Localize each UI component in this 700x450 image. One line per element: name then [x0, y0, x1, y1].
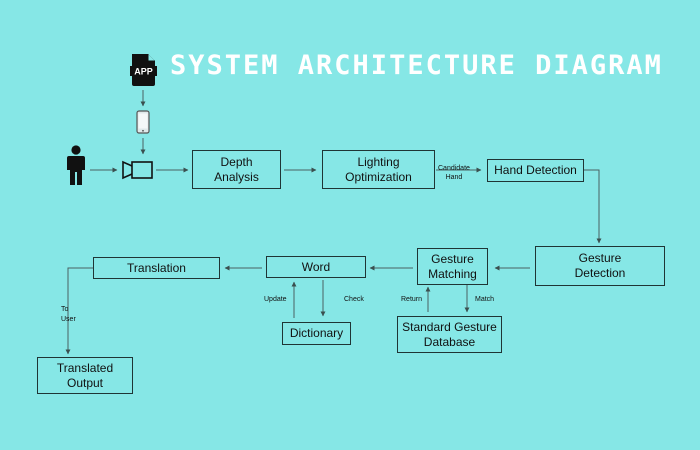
smartphone-icon — [136, 110, 150, 134]
page-title: SYSTEM ARCHITECTURE DIAGRAM — [170, 50, 663, 81]
user-icon — [67, 145, 85, 185]
gesture-matching-box: Gesture Matching — [417, 248, 488, 285]
gesture-matching-label: Gesture Matching — [428, 251, 477, 281]
gesture-detection-label: Gesture Detection — [574, 251, 626, 280]
app-file-icon: APP — [130, 54, 157, 86]
edge-label-update: Update — [264, 296, 287, 303]
arrow-hand-to-gesture-detection — [584, 169, 602, 244]
edge-label-match: Match — [475, 296, 495, 303]
edge-label-candidate-hand: Candidate Hand — [438, 165, 470, 181]
depth-analysis-label: Depth Analysis — [214, 154, 259, 184]
edge-label-to-user: To User — [61, 306, 76, 323]
translation-box: Translation — [93, 257, 220, 279]
gesture-detection-box: Gesture Detection — [535, 246, 665, 286]
word-label: Word — [301, 259, 331, 274]
arrow-translation-to-output — [65, 267, 93, 355]
edge-label-return: Return — [401, 296, 423, 303]
app-icon-text: APP — [134, 67, 153, 77]
word-box: Word — [266, 256, 366, 278]
dictionary-box: Dictionary — [282, 322, 351, 345]
dictionary-label: Dictionary — [289, 326, 344, 340]
lighting-optimization-label: Lighting Optimization — [345, 154, 412, 184]
hand-detection-box: Hand Detection — [487, 159, 584, 182]
hand-detection-label: Hand Detection — [494, 163, 577, 177]
translated-output-label: Translated Output — [56, 360, 114, 390]
standard-gesture-database-label: Standard Gesture Database — [402, 319, 497, 349]
translation-label: Translation — [127, 260, 186, 275]
lighting-optimization-box: Lighting Optimization — [322, 150, 435, 189]
edge-label-check: Check — [344, 296, 364, 303]
standard-gesture-database-box: Standard Gesture Database — [397, 316, 502, 353]
depth-analysis-box: Depth Analysis — [192, 150, 281, 189]
camera-icon — [122, 160, 153, 180]
translated-output-box: Translated Output — [37, 357, 133, 394]
